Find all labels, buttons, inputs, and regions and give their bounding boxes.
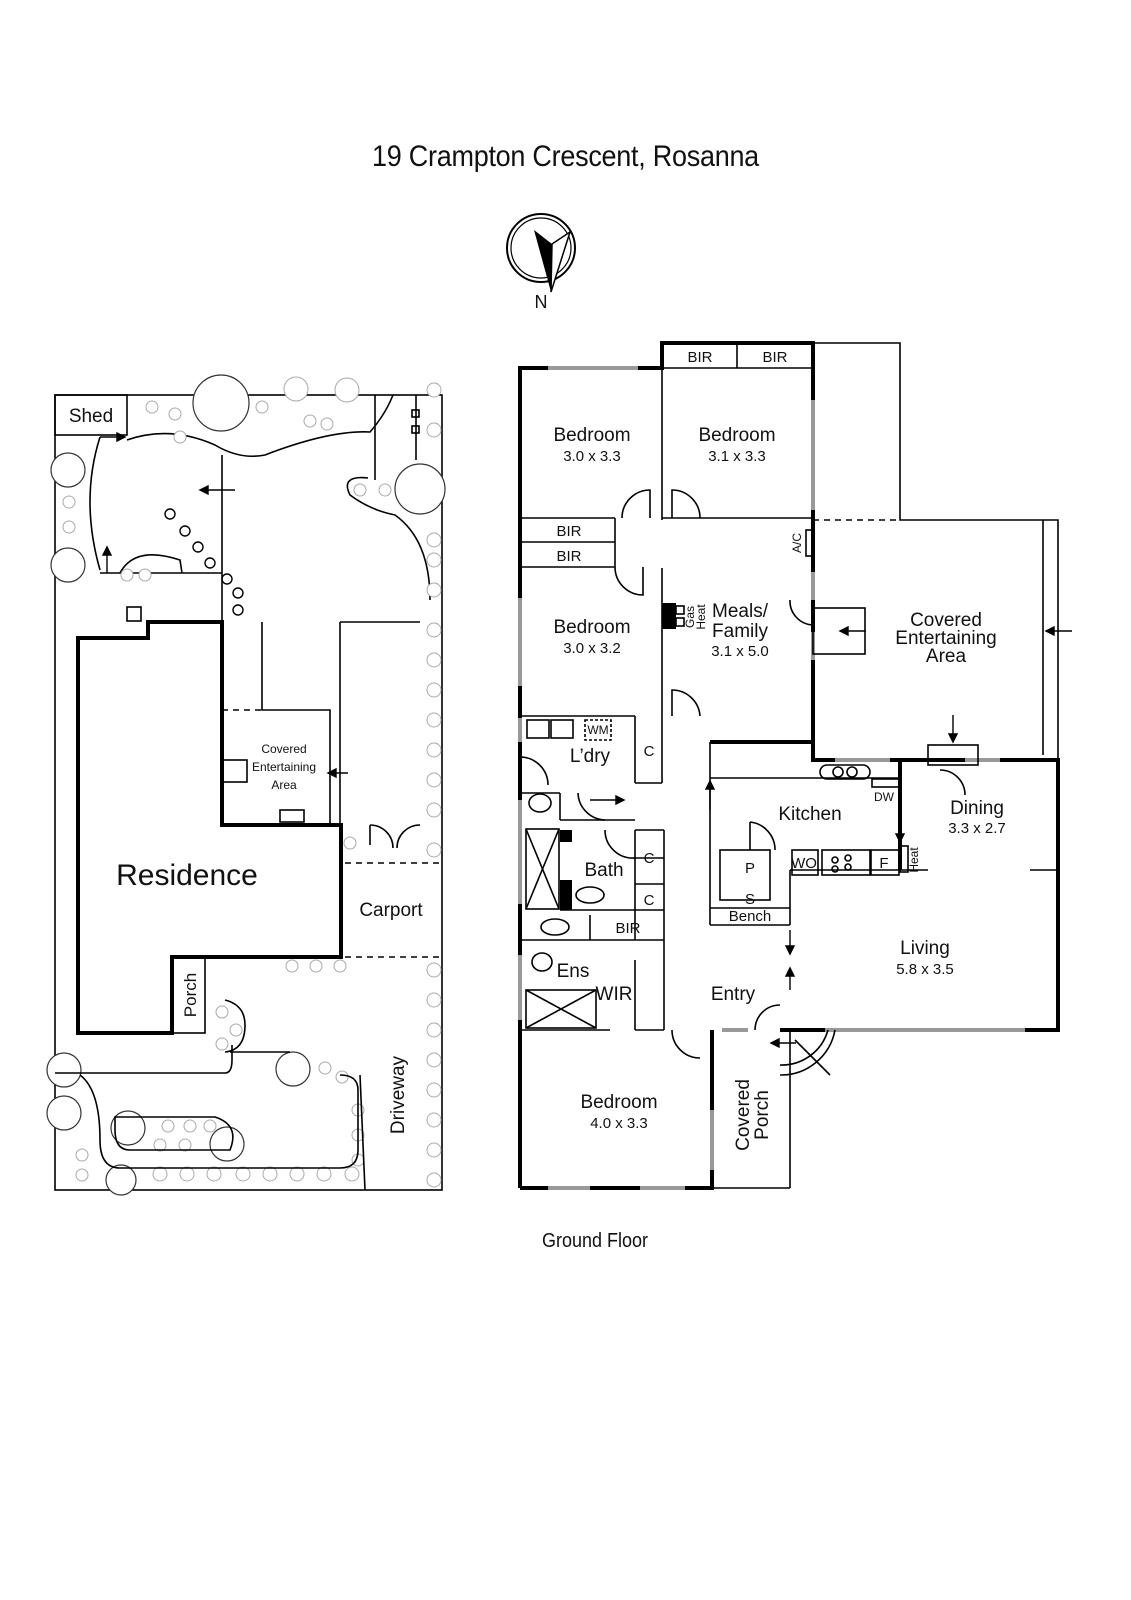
site-plan: Shed (46, 374, 446, 1196)
north-label: N (535, 292, 548, 312)
bedroom-4-dims: 4.0 x 3.3 (590, 1115, 648, 1132)
wall-oven-label: WO (791, 855, 817, 872)
room-bedroom-4: Bedroom 4.0 x 3.3 (580, 1092, 657, 1132)
doors (519, 489, 966, 1076)
bedroom-3-dims: 3.0 x 3.2 (563, 640, 621, 657)
dishwasher-label: DW (874, 790, 895, 804)
bedroom-4-label: Bedroom (580, 1092, 657, 1113)
floor-level-label: Ground Floor (541, 1230, 649, 1252)
ground-floor-plan: Bedroom 3.0 x 3.3 Bedroom 3.1 x 3.3 Bedr… (518, 341, 1072, 1190)
driveway-label: Driveway (388, 1055, 409, 1134)
bir-label: BIR (762, 349, 787, 366)
residence-outline (76, 620, 343, 1035)
bir-label: BIR (556, 548, 581, 565)
carport-label: Carport (359, 900, 423, 921)
room-living: Living 5.8 x 3.5 (896, 938, 954, 978)
bench-label: Bench (729, 908, 772, 925)
site-covered-label-2: Entertaining (252, 760, 316, 774)
gas-heat-label-2: Heat (694, 604, 708, 630)
entry-label: Entry (711, 984, 756, 1005)
stepping-stones (164, 508, 244, 616)
shed-label: Shed (69, 406, 113, 427)
ensuite-label: Ens (557, 961, 590, 982)
room-bedroom-2: Bedroom 3.1 x 3.3 (698, 425, 775, 465)
dining-dims: 3.3 x 2.7 (948, 820, 1006, 837)
site-covered-label-1: Covered (261, 742, 306, 756)
shrubs (62, 376, 442, 1188)
bir-label: BIR (615, 920, 640, 937)
cupboard-label: C (644, 743, 655, 760)
bir-label: BIR (556, 523, 581, 540)
gas-heat-label-1: Gas (683, 606, 697, 628)
meals-dims: 3.1 x 5.0 (711, 643, 769, 660)
room-bedroom-3: Bedroom 3.0 x 3.2 (553, 617, 630, 657)
bath-label: Bath (584, 860, 623, 881)
bedroom-1-dims: 3.0 x 3.3 (563, 448, 621, 465)
covered-porch-label-1: Covered (733, 1079, 754, 1151)
dining-label: Dining (950, 798, 1004, 819)
porch-label: Porch (181, 973, 200, 1017)
bedroom-1-label: Bedroom (553, 425, 630, 446)
cea-label-3: Area (926, 646, 967, 667)
covered-porch-label-2: Porch (752, 1090, 773, 1140)
sink-label: S (745, 891, 755, 908)
fixtures (525, 529, 909, 1029)
trees (46, 374, 446, 1196)
room-bedroom-1: Bedroom 3.0 x 3.3 (553, 425, 630, 465)
cea-label-1: Covered (910, 610, 982, 631)
plan-title: 19 Crampton Crescent, Rosanna (372, 140, 759, 173)
meals-label-1: Meals/ (712, 601, 769, 622)
ac-label: A/C (790, 533, 804, 553)
north-arrow-icon: N (506, 213, 576, 312)
laundry-label: L’dry (570, 746, 611, 767)
washing-machine-label: WM (587, 723, 608, 737)
fridge-label: F (879, 855, 888, 872)
living-label: Living (900, 938, 950, 959)
pantry-label: P (745, 860, 755, 877)
windows (518, 366, 1025, 1190)
room-covered-entertaining: Covered Entertaining Area (895, 610, 996, 667)
cupboard-label: C (644, 850, 655, 867)
living-dims: 5.8 x 3.5 (896, 961, 954, 978)
heater-label: Heat (907, 847, 921, 873)
residence-label: Residence (116, 859, 258, 892)
cupboard-label: C (644, 892, 655, 909)
bedroom-2-label: Bedroom (698, 425, 775, 446)
room-dining: Dining 3.3 x 2.7 (948, 798, 1006, 837)
bir-label: BIR (687, 349, 712, 366)
room-meals-family: Meals/ Family 3.1 x 5.0 (711, 601, 769, 660)
cea-label-2: Entertaining (895, 628, 996, 649)
bedroom-2-dims: 3.1 x 3.3 (708, 448, 766, 465)
wir-label: WIR (596, 984, 633, 1005)
site-covered-label-3: Area (271, 778, 297, 792)
bedroom-3-label: Bedroom (553, 617, 630, 638)
meals-label-2: Family (712, 621, 768, 642)
shed (54, 394, 128, 436)
kitchen-label: Kitchen (778, 804, 841, 825)
site-boundary (54, 394, 443, 1191)
porch (171, 956, 206, 1034)
direction-arrows (590, 625, 1072, 1049)
